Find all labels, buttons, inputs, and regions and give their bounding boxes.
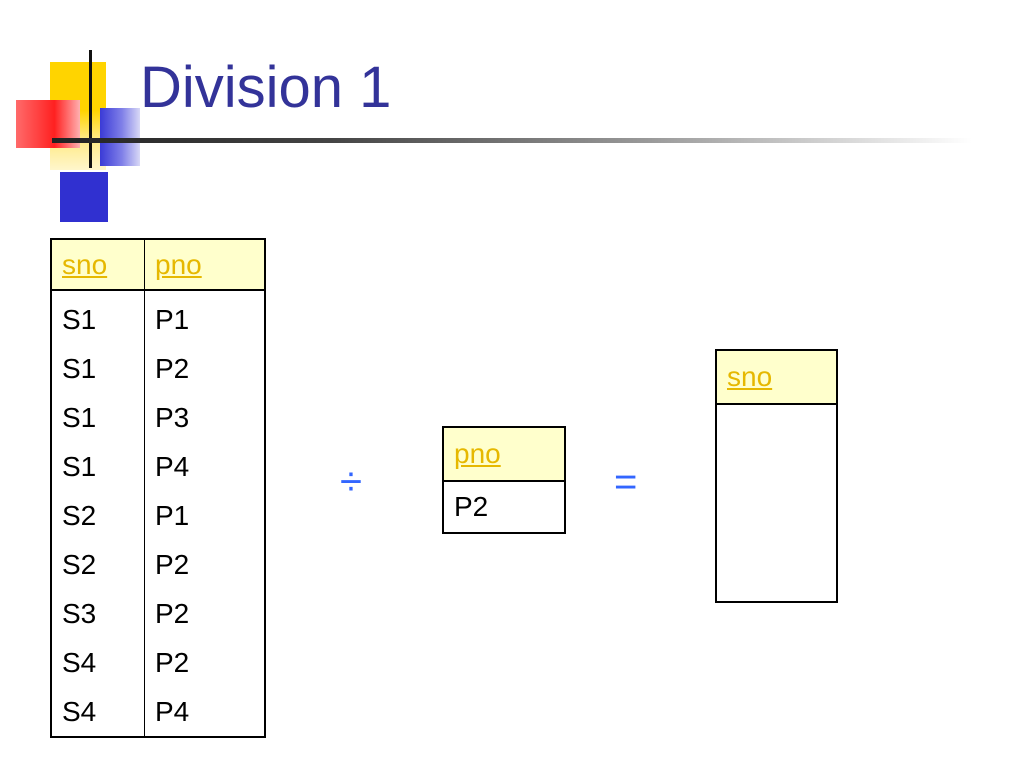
cell-sno: S1: [51, 393, 145, 442]
cell-sno: S1: [51, 344, 145, 393]
table-row: S1 P4: [51, 442, 265, 491]
table-result: sno: [715, 349, 838, 603]
cell-sno: S4: [51, 687, 145, 737]
cell-pno: P1: [155, 499, 190, 531]
empty-result-cell: [716, 404, 837, 602]
cell-sno: S3: [51, 589, 145, 638]
column-header-sno: sno: [51, 239, 145, 291]
table-row: S4 P4: [51, 687, 265, 737]
cell-pno: P4: [155, 695, 190, 727]
cell-pno: P3: [155, 401, 190, 433]
cell-sno: S1: [51, 442, 145, 491]
cell-pno: P2: [155, 548, 190, 580]
cell-sno: S2: [51, 491, 145, 540]
cell-pno: P2: [155, 352, 190, 384]
cell-pno: P2: [155, 646, 190, 678]
cell-sno: S1: [51, 290, 145, 344]
table-p: pno P2: [442, 426, 566, 534]
column-header-pno: pno: [144, 239, 265, 291]
table-sp: sno pno S1 P1 S1 P2 S1 P3 S1 P4 S2: [50, 238, 266, 738]
table-row: S3 P2: [51, 589, 265, 638]
table-row: S4 P2: [51, 638, 265, 687]
column-header-sno: sno: [716, 350, 837, 405]
decor-blue-gradient-square: [100, 108, 140, 166]
table-header-row: sno pno: [51, 239, 265, 291]
cell-sno: S2: [51, 540, 145, 589]
empty-result-area: [716, 404, 837, 602]
cell-pno: P2: [454, 491, 489, 522]
table-row: S2 P2: [51, 540, 265, 589]
table-row: S1 P3: [51, 393, 265, 442]
table-row: S1 P1: [51, 290, 265, 344]
slide-title: Division 1: [140, 55, 392, 120]
cell-pno: P2: [155, 597, 190, 629]
table-header-row: pno: [443, 427, 565, 482]
table-row: S2 P1: [51, 491, 265, 540]
cell-sno: S4: [51, 638, 145, 687]
table-row: S1 P2: [51, 344, 265, 393]
cell-pno: P1: [155, 303, 190, 335]
divide-symbol: ÷: [340, 460, 362, 504]
cell-pno: P4: [155, 450, 190, 482]
decor-vertical-line: [89, 50, 92, 168]
table-header-row: sno: [716, 350, 837, 405]
column-header-pno: pno: [443, 427, 565, 482]
decor-blue-square: [60, 172, 108, 222]
table-row: P2: [443, 481, 565, 533]
title-underline: [52, 138, 972, 143]
equals-symbol: =: [614, 460, 638, 504]
